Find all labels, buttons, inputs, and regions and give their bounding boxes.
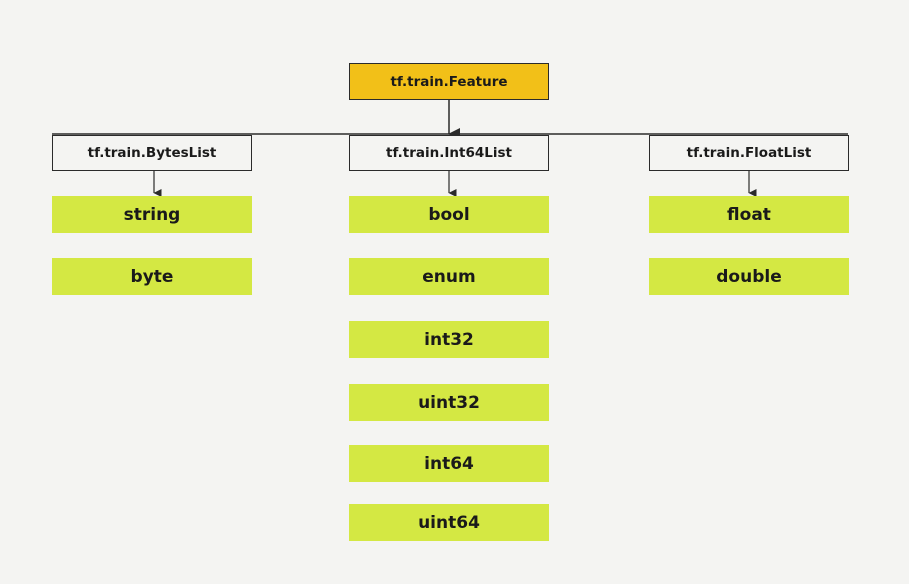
root-feature-box: tf.train.Feature [349,63,549,100]
float-list-box: tf.train.FloatList [649,135,849,171]
type-box-bool: bool [349,196,549,233]
root-feature-label: tf.train.Feature [390,73,508,90]
type-label: uint64 [418,512,480,533]
type-label: float [727,204,771,225]
int64-list-label: tf.train.Int64List [386,145,512,161]
type-box-float: float [649,196,849,233]
type-box-int32: int32 [349,321,549,358]
type-label: enum [422,266,476,287]
type-label: string [123,204,181,225]
type-box-byte: byte [52,258,252,295]
type-box-uint64: uint64 [349,504,549,541]
type-box-int64: int64 [349,445,549,482]
type-label: bool [428,204,470,225]
type-box-double: double [649,258,849,295]
type-label: uint32 [418,392,480,413]
type-label: double [716,266,782,287]
int64-list-box: tf.train.Int64List [349,135,549,171]
bytes-list-box: tf.train.BytesList [52,135,252,171]
type-label: int32 [424,329,474,350]
type-label: byte [130,266,174,287]
type-label: int64 [424,453,474,474]
type-box-uint32: uint32 [349,384,549,421]
type-box-string: string [52,196,252,233]
type-box-enum: enum [349,258,549,295]
bytes-list-label: tf.train.BytesList [87,145,217,161]
float-list-label: tf.train.FloatList [686,145,812,161]
